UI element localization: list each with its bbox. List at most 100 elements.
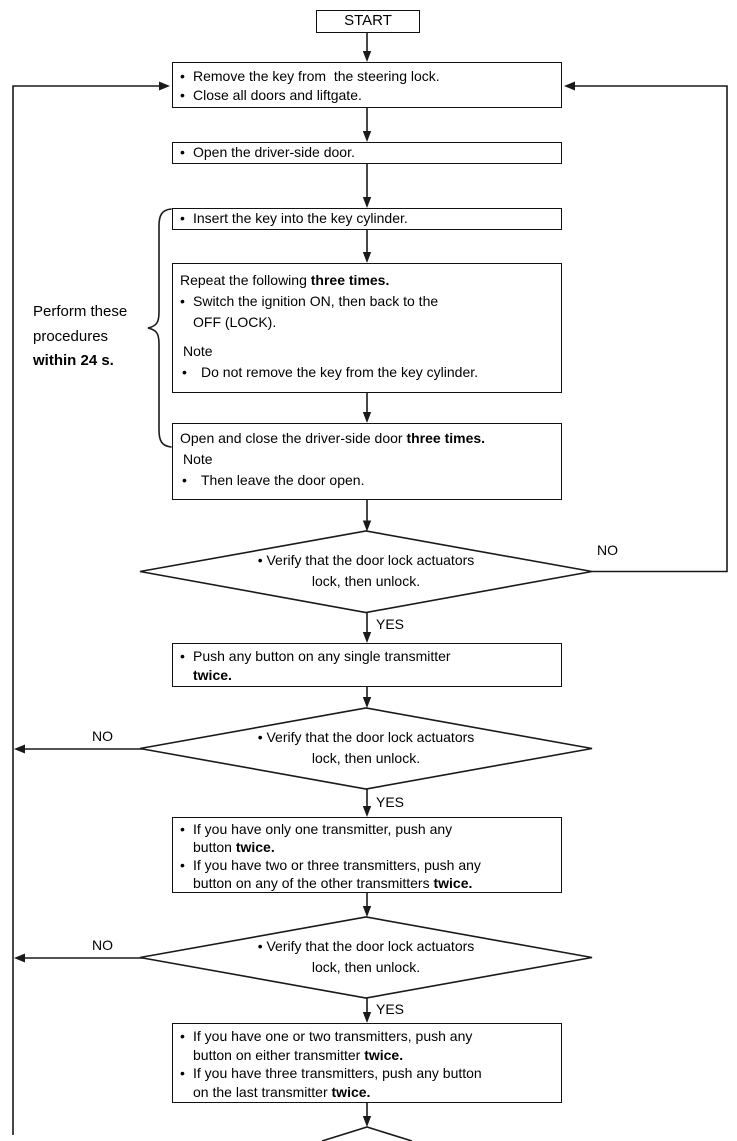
bullet-glyph: •	[180, 293, 185, 309]
text-segment: Note	[183, 451, 213, 467]
text-segment: Close all doors and liftgate.	[193, 87, 362, 103]
decision-text-1: • Verify that the door lock actuators lo…	[206, 550, 526, 592]
process-box-remove-key: •Remove the key from the steering lock.•…	[172, 62, 562, 108]
yes-label-2: YES	[376, 794, 405, 810]
side-note-line: Perform these	[33, 303, 128, 320]
side-note-line: procedures	[33, 327, 109, 345]
text-segment: If you have one or two transmitters, pus…	[193, 1028, 473, 1044]
text-segment: Remove the key from the steering lock.	[193, 68, 440, 84]
text-segment: Repeat the following	[180, 272, 311, 288]
text-segment: If you have three transmitters, push any…	[193, 1065, 482, 1081]
bullet-glyph: •	[180, 1028, 185, 1044]
text-segment: button on any of the other transmitters	[193, 875, 434, 891]
text-segment-bold: twice.	[331, 1083, 371, 1100]
text-line: • If you have three transmitters, push an…	[180, 1064, 555, 1083]
text-line: button on either transmitter twice.	[180, 1046, 555, 1065]
decision-line: • Verify that the door lock actuators	[257, 938, 475, 954]
decision-diamond-3	[139, 916, 593, 999]
no-label-left-2: NO	[92, 937, 113, 953]
yes-label-1: YES	[376, 616, 405, 632]
text-segment-bold: twice.	[433, 875, 473, 891]
side-note-line: within 24 s.	[33, 349, 153, 374]
text-line: • Then leave the door open.	[180, 470, 555, 491]
decision-line: lock, then unlock.	[311, 750, 421, 766]
no-loop-right	[575, 85, 728, 573]
side-note-brace	[147, 208, 172, 448]
bullet-glyph: •	[180, 857, 185, 873]
text-line: • Insert the key into the key cylinder.	[180, 210, 555, 227]
text-line: • If you have one or two transmitters, pu…	[180, 1027, 555, 1046]
process-box-open-door: • Open the driver-side door.	[172, 142, 562, 164]
bullet-glyph: •	[180, 87, 185, 103]
text-line: • If you have only one transmitter, push …	[180, 820, 555, 838]
text-segment: Push any button on any single transmitte…	[193, 648, 451, 664]
bullet-glyph: •	[180, 648, 185, 664]
start-label: START	[344, 12, 392, 29]
text-segment-bold: twice.	[193, 667, 232, 683]
text-line: Open and close the driver-side door thre…	[180, 428, 555, 449]
process-box-ignition-cycle: Repeat the following three times. • Switch…	[172, 263, 562, 393]
yes-label-3: YES	[376, 1001, 405, 1017]
decision-diamond-1	[139, 530, 593, 614]
decision-line: • Verify that the door lock actuators	[257, 729, 475, 745]
text-line: button twice.	[180, 838, 555, 856]
text-line: • Open the driver-side door.	[180, 144, 555, 161]
text-line: • Do not remove the key from the key cyli…	[180, 362, 555, 383]
decision-text-3: • Verify that the door lock actuators lo…	[206, 936, 526, 978]
bullet-glyph: •	[180, 144, 185, 160]
text-line: twice.	[180, 666, 555, 685]
decision-line: • Verify that the door lock actuators	[257, 552, 475, 568]
text-segment-bold: twice.	[364, 1046, 404, 1063]
bullet-glyph: •	[182, 364, 187, 380]
process-box-second-transmitter: • If you have only one transmitter, push …	[172, 817, 562, 893]
text-line: • Remove the key from the steering lock.	[180, 67, 555, 86]
text-segment: If you have two or three transmitters, p…	[193, 857, 481, 873]
decision-line: lock, then unlock.	[311, 573, 421, 589]
text-line: button on any of the other transmitters …	[180, 874, 555, 892]
bullet-glyph: •	[180, 1065, 185, 1081]
text-line: • Switch the ignition ON, then back to th…	[180, 291, 555, 312]
text-segment-bold: twice.	[235, 839, 275, 855]
side-note: Perform these procedures within 24 s.	[33, 300, 153, 374]
text-segment: button	[193, 839, 236, 855]
bullet-glyph: •	[180, 68, 185, 84]
text-segment: button on either transmitter	[193, 1046, 365, 1063]
text-segment-bold: three times.	[406, 430, 486, 446]
text-segment: Then leave the door open.	[201, 472, 365, 488]
process-box-push-button: • Push any button on any single transmitt…	[172, 643, 562, 687]
text-segment-bold: three times.	[310, 272, 390, 288]
decision-line: lock, then unlock.	[311, 959, 421, 975]
text-segment: Open and close the driver-side door	[180, 430, 407, 446]
bullet-glyph: •	[182, 472, 187, 488]
text-segment: Do not remove the key from the key cylin…	[201, 364, 479, 380]
start-terminator: START	[316, 10, 420, 33]
decision-diamond-partial	[321, 1126, 413, 1141]
text-segment: Note	[183, 343, 213, 359]
text-segment: OFF (LOCK).	[193, 314, 277, 330]
text-line: on the last transmitter twice.	[180, 1083, 555, 1102]
bullet-glyph: •	[180, 821, 185, 837]
arrowheads	[14, 51, 575, 1127]
process-box-insert-key: • Insert the key into the key cylinder.	[172, 208, 562, 230]
text-line: Note	[180, 449, 555, 470]
text-segment: Open the driver-side door.	[193, 144, 355, 160]
text-line: OFF (LOCK).	[180, 312, 555, 333]
process-box-open-close-door: Open and close the driver-side door thre…	[172, 423, 562, 500]
no-loop-left	[12, 85, 159, 1135]
text-line: • Close all doors and liftgate.	[180, 86, 555, 105]
side-note-bold: within 24 s.	[33, 352, 114, 369]
decision-diamond-2	[139, 707, 593, 790]
bullet-glyph: •	[180, 210, 185, 226]
text-segment: If you have only one transmitter, push a…	[193, 821, 453, 837]
text-line: Note	[180, 341, 555, 362]
no-label-right: NO	[597, 542, 618, 558]
text-line: Repeat the following three times.	[180, 270, 555, 291]
text-segment: Switch the ignition ON, then back to the	[193, 293, 439, 309]
text-segment: on the last transmitter	[193, 1083, 332, 1100]
process-box-last-transmitter: • If you have one or two transmitters, pu…	[172, 1023, 562, 1103]
decision-text-2: • Verify that the door lock actuators lo…	[206, 727, 526, 769]
text-line: • Push any button on any single transmitt…	[180, 647, 555, 666]
text-segment: Insert the key into the key cylinder.	[193, 210, 408, 226]
